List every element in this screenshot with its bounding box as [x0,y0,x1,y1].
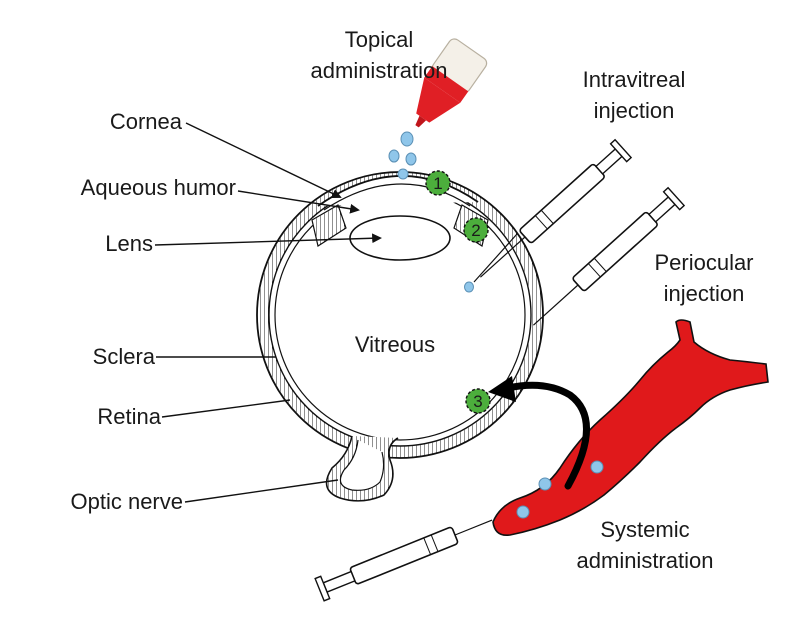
svg-text:1: 1 [433,174,442,193]
blood-vessel-icon [492,319,769,537]
label-topical: Topical [345,27,413,52]
label-cornea: Cornea [110,109,183,134]
leader-lines [154,122,382,503]
label-retina: Retina [97,404,161,429]
eye-drop-bottle-icon [388,38,488,180]
svg-text:3: 3 [473,392,482,411]
droplet-icon [388,149,400,163]
label-periocular-2: injection [664,281,745,306]
syringe-icon [464,138,633,293]
syringe-icon [314,519,493,602]
marker-3: 3 [465,388,491,414]
label-lens: Lens [105,231,153,256]
eye-globe [256,171,544,502]
svg-text:2: 2 [471,221,480,240]
label-topical-2: administration [311,58,448,83]
label-systemic: Systemic [600,517,689,542]
label-sclera: Sclera [93,344,156,369]
droplet-icon [405,152,417,166]
curved-arrow-icon [488,376,590,490]
droplet-icon [397,168,409,180]
label-systemic-2: administration [577,548,714,573]
lens-shape [349,215,451,261]
label-optic-nerve: Optic nerve [71,489,184,514]
label-aqueous-humor: Aqueous humor [81,175,236,200]
label-intravitreal: Intravitreal [583,67,686,92]
label-periocular: Periocular [654,250,753,275]
label-vitreous: Vitreous [355,332,435,357]
label-intravitreal-2: injection [594,98,675,123]
droplet-icon [464,281,474,293]
syringe-icon [533,186,686,326]
marker-1: 1 [425,170,451,196]
droplet-icon [400,131,414,147]
marker-2: 2 [463,217,489,243]
